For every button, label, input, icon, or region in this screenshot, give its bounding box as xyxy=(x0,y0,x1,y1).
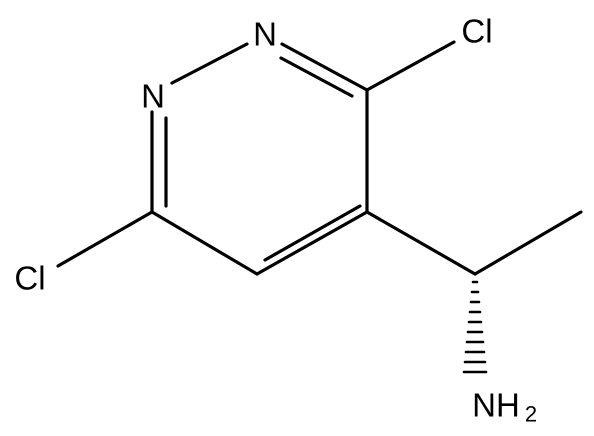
atom-label-n1: N xyxy=(141,78,165,115)
atom-label-amine-subscript: 2 xyxy=(525,402,537,427)
bond-c4-chiral xyxy=(365,210,477,276)
bond-c3-cl xyxy=(365,40,456,92)
bond-c3-n2-double xyxy=(279,56,354,98)
atom-label-cl-top: Cl xyxy=(461,13,492,50)
bond-c6-cl xyxy=(56,210,154,268)
hashed-wedge-bond xyxy=(462,280,488,374)
bond-c6-c5 xyxy=(150,210,259,276)
atom-label-amine: NH xyxy=(472,387,520,424)
atom-label-cl-left: Cl xyxy=(14,260,45,297)
bond-n2-n1 xyxy=(170,42,249,85)
bond-c5-c4-double xyxy=(263,204,362,262)
atom-label-n2: N xyxy=(253,16,277,53)
bond-c3-n2 xyxy=(280,42,369,92)
bond-chiral-methyl xyxy=(473,210,583,276)
bond-c5-c4 xyxy=(255,210,369,276)
